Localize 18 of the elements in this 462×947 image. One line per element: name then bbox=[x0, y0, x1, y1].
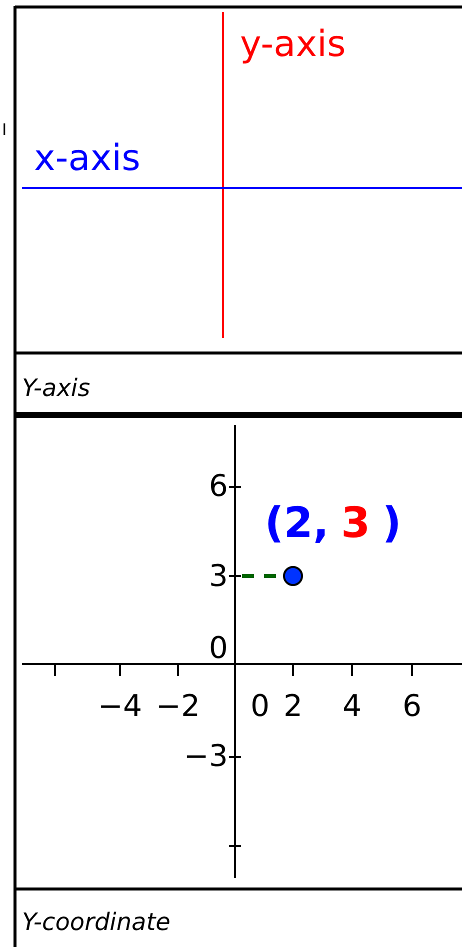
coordinate-label: ) bbox=[382, 502, 402, 544]
tick-label: 6 bbox=[402, 692, 422, 722]
tick-label: 0 bbox=[208, 634, 228, 664]
tick-label: 2 bbox=[283, 692, 303, 722]
axis-label: y-axis bbox=[240, 27, 346, 63]
caption-text: Y-axis bbox=[22, 376, 90, 400]
coordinate-label: (2, bbox=[264, 502, 329, 544]
tick-label: 0 bbox=[250, 692, 270, 722]
tick-label: 4 bbox=[342, 692, 362, 722]
tick-label: −2 bbox=[156, 692, 200, 722]
caption-text: Y-coordinate bbox=[22, 910, 170, 934]
tick-label: −4 bbox=[98, 692, 142, 722]
coordinate-label: 3 bbox=[340, 502, 370, 544]
tick-label: 3 bbox=[208, 562, 228, 592]
tick-label: −3 bbox=[184, 742, 228, 772]
tick-label: 6 bbox=[208, 472, 228, 502]
stray-character: I bbox=[2, 122, 7, 138]
axis-label: x-axis bbox=[34, 141, 140, 177]
